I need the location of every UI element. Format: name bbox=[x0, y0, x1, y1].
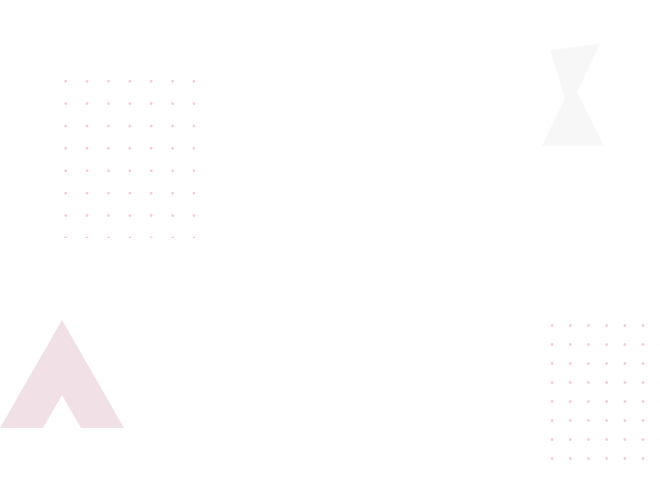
dot-grid-bottom-right bbox=[543, 316, 660, 462]
dot-grid-top-left bbox=[55, 70, 195, 238]
triangle-left bbox=[0, 320, 124, 428]
faint-shape-top-right bbox=[542, 44, 604, 146]
faint-z-shape-path bbox=[542, 44, 604, 146]
triangle-left-shape bbox=[0, 320, 124, 428]
